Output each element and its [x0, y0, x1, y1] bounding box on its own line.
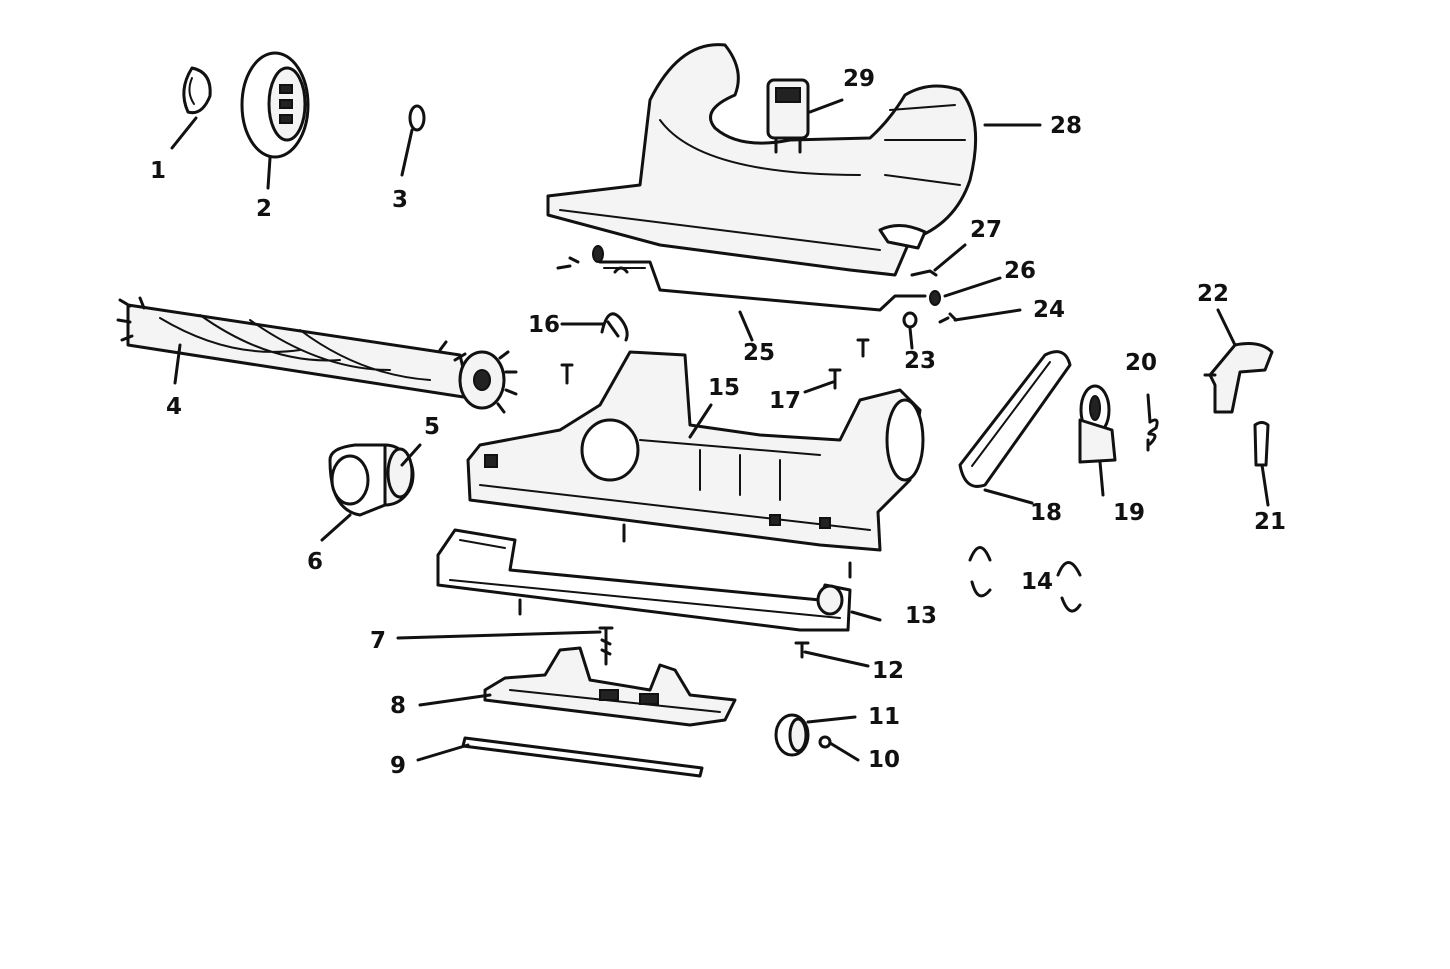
callout-7: 7 — [370, 628, 386, 654]
part-2-wheel — [240, 51, 310, 159]
part-9-rod — [461, 736, 704, 778]
part-20-spring — [1146, 418, 1159, 452]
part-5-6-end-cap — [328, 443, 415, 517]
part-7-screw — [598, 626, 614, 666]
part-13-bottom-plate — [436, 523, 852, 632]
callout-15: 15 — [708, 375, 740, 401]
callout-3: 3 — [392, 187, 408, 213]
part-10-axle — [818, 735, 832, 749]
callout-2: 2 — [256, 196, 272, 222]
callout-4: 4 — [166, 394, 182, 420]
callout-1: 1 — [150, 158, 166, 184]
callout-29: 29 — [843, 66, 875, 92]
callout-23: 23 — [904, 348, 936, 374]
callout-12: 12 — [872, 658, 904, 684]
callout-6: 6 — [307, 549, 323, 575]
part-22-latch — [1203, 342, 1274, 414]
small-fasteners — [556, 245, 958, 390]
callout-5: 5 — [424, 414, 440, 440]
callout-19: 19 — [1113, 500, 1145, 526]
part-4-brush-roll — [116, 296, 518, 414]
part-12-screw — [794, 641, 810, 659]
leader-lines — [170, 98, 1270, 762]
part-8-guard — [483, 646, 737, 727]
callout-8: 8 — [390, 693, 406, 719]
part-16-clip — [600, 312, 629, 342]
callout-16: 16 — [528, 312, 560, 338]
callout-11: 11 — [868, 704, 900, 730]
callout-17: 17 — [769, 388, 801, 414]
part-11-wheel — [774, 713, 810, 757]
callout-25: 25 — [743, 340, 775, 366]
part-28-hood — [546, 43, 978, 277]
part-19-bracket — [1078, 384, 1117, 464]
part-15-base-housing — [466, 350, 925, 552]
part-14-clips — [968, 546, 1082, 613]
callout-27: 27 — [970, 217, 1002, 243]
callout-9: 9 — [390, 753, 406, 779]
callout-13: 13 — [905, 603, 937, 629]
part-3-washer — [408, 104, 426, 132]
callout-14: 14 — [1021, 569, 1053, 595]
callout-10: 10 — [868, 747, 900, 773]
callout-21: 21 — [1254, 509, 1286, 535]
callout-24: 24 — [1033, 297, 1065, 323]
part-18-belt — [958, 350, 1072, 488]
callout-26: 26 — [1004, 258, 1036, 284]
part-21-pin — [1253, 421, 1270, 467]
callout-22: 22 — [1197, 281, 1229, 307]
callout-18: 18 — [1030, 500, 1062, 526]
callout-20: 20 — [1125, 350, 1157, 376]
part-1-ring-clip — [182, 66, 212, 115]
part-29-switch — [766, 78, 810, 154]
callout-28: 28 — [1050, 113, 1082, 139]
